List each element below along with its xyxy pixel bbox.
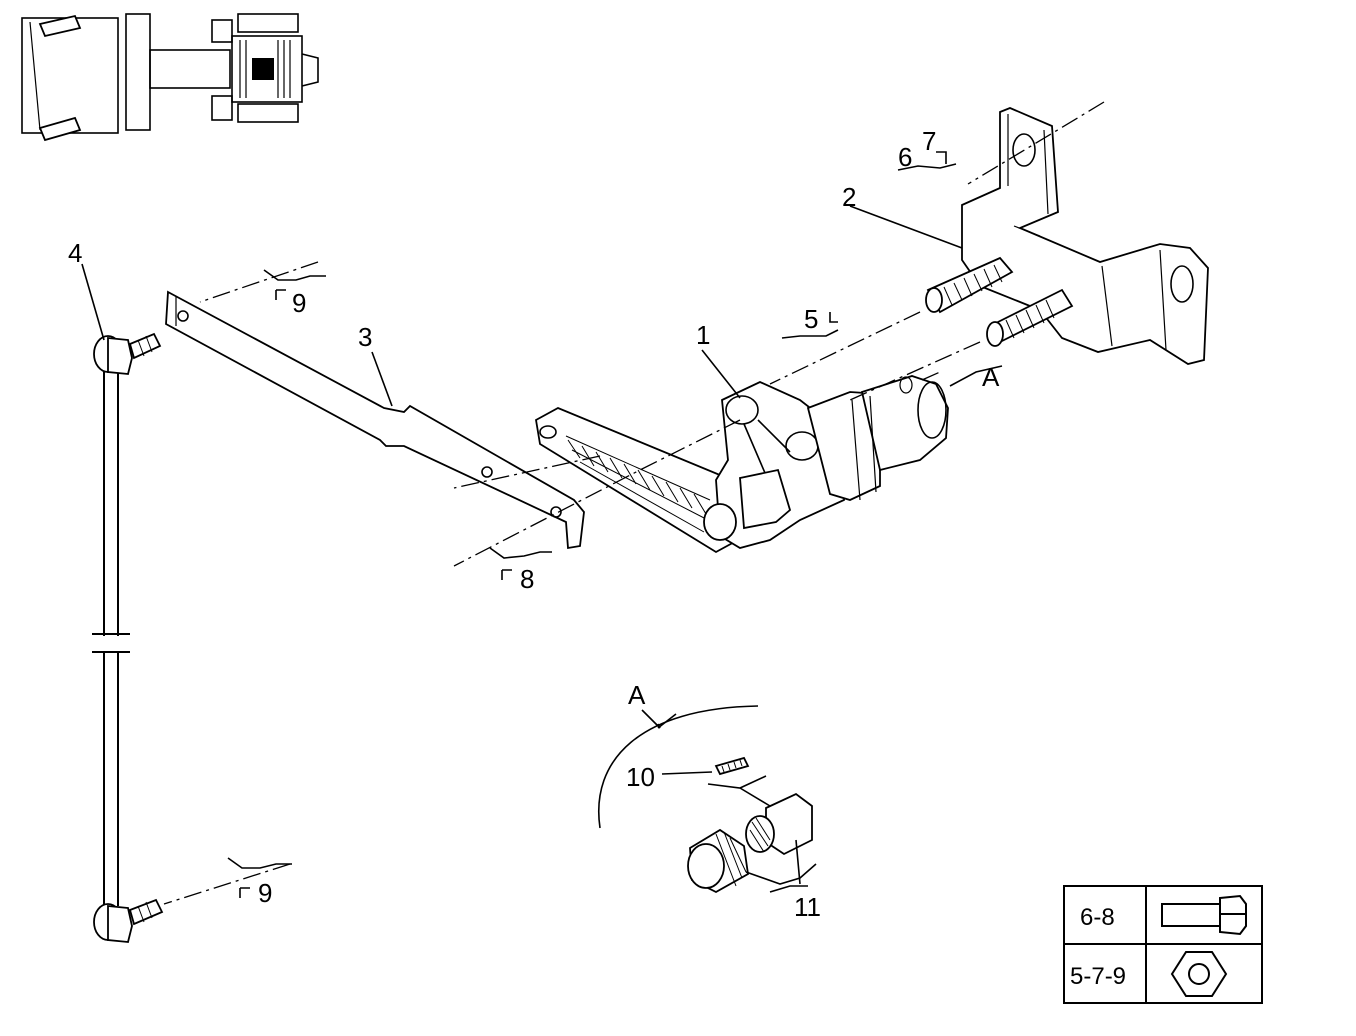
callout-1: 1 <box>696 320 710 350</box>
callout-9-top: 9 <box>292 288 306 318</box>
linkage-rod <box>92 332 164 943</box>
hex-nut-icon <box>1170 951 1228 997</box>
view-a-marker: A <box>982 362 1000 392</box>
callout-5: 5 <box>804 304 818 334</box>
sensor-assembly <box>535 375 949 554</box>
callout-7: 7 <box>922 126 936 156</box>
callout-8: 8 <box>520 564 534 594</box>
support-plate <box>165 290 585 550</box>
callout-2: 2 <box>842 182 856 212</box>
view-a-detail-label: A <box>628 680 646 710</box>
detail-view-a <box>598 705 817 894</box>
callout-11: 11 <box>794 892 821 922</box>
callout-3: 3 <box>358 322 372 352</box>
threaded-stud <box>925 256 1014 314</box>
fastener-legend: 6-8 5-7-9 <box>1063 885 1263 1004</box>
callout-9-bottom: 9 <box>258 878 272 908</box>
vehicle-location-thumbnail <box>21 13 319 142</box>
legend-label-nut: 5-7-9 <box>1070 963 1126 990</box>
callout-4: 4 <box>68 238 82 268</box>
callout-6: 6 <box>898 142 912 172</box>
threaded-stud <box>986 288 1074 347</box>
callout-10: 10 <box>626 762 655 792</box>
mounting-bracket <box>961 107 1209 365</box>
legend-label-bolt: 6-8 <box>1080 904 1115 931</box>
bolt-icon <box>1161 894 1247 936</box>
